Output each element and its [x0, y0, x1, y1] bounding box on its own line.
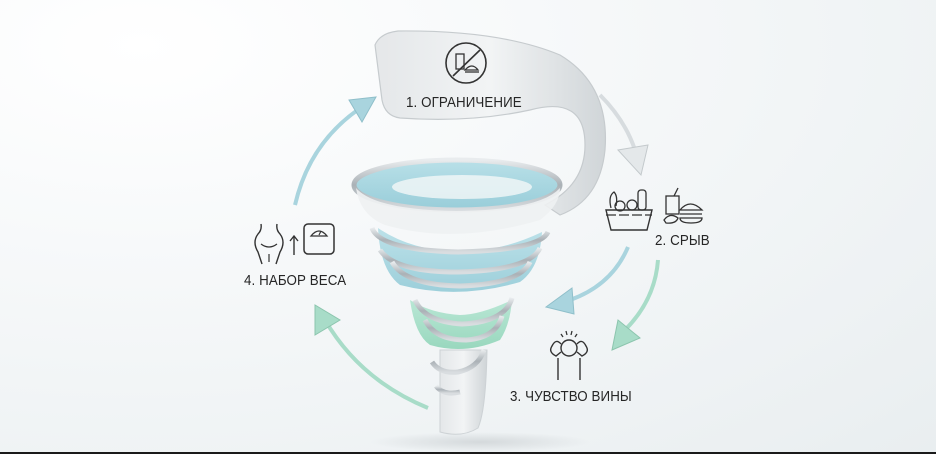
- food-basket-icon: [605, 189, 653, 231]
- funnel-blue-band: [378, 228, 542, 292]
- restriction-panel: [374, 30, 607, 216]
- up-arrow-icon: [289, 234, 299, 255]
- spiral-coil: [369, 226, 551, 396]
- bottom-border: [0, 452, 936, 454]
- arrow-binge-to-guilt: [611, 259, 660, 351]
- arrow-binge-to-funnel: [544, 246, 630, 315]
- arrow-guilt-to-weight-gain: [314, 304, 429, 410]
- body-weight-icon: [254, 223, 284, 265]
- floor-shadow: [370, 432, 590, 452]
- stage-1-label: 1. ОГРАНИЧЕНИЕ: [406, 95, 522, 111]
- arrow-restriction-to-binge: [598, 93, 649, 177]
- scale-icon: [303, 223, 335, 255]
- stage-4-label: 4. НАБОР ВЕСА: [244, 273, 347, 289]
- stressed-person-icon: [549, 330, 589, 380]
- no-food-icon: [445, 42, 487, 84]
- stage-3-label: 3. ЧУВСТВО ВИНЫ: [510, 389, 632, 405]
- arrow-weight-gain-to-restriction: [293, 96, 377, 206]
- fast-food-icon: [663, 187, 704, 224]
- stage-2-label: 2. СРЫВ: [655, 233, 710, 249]
